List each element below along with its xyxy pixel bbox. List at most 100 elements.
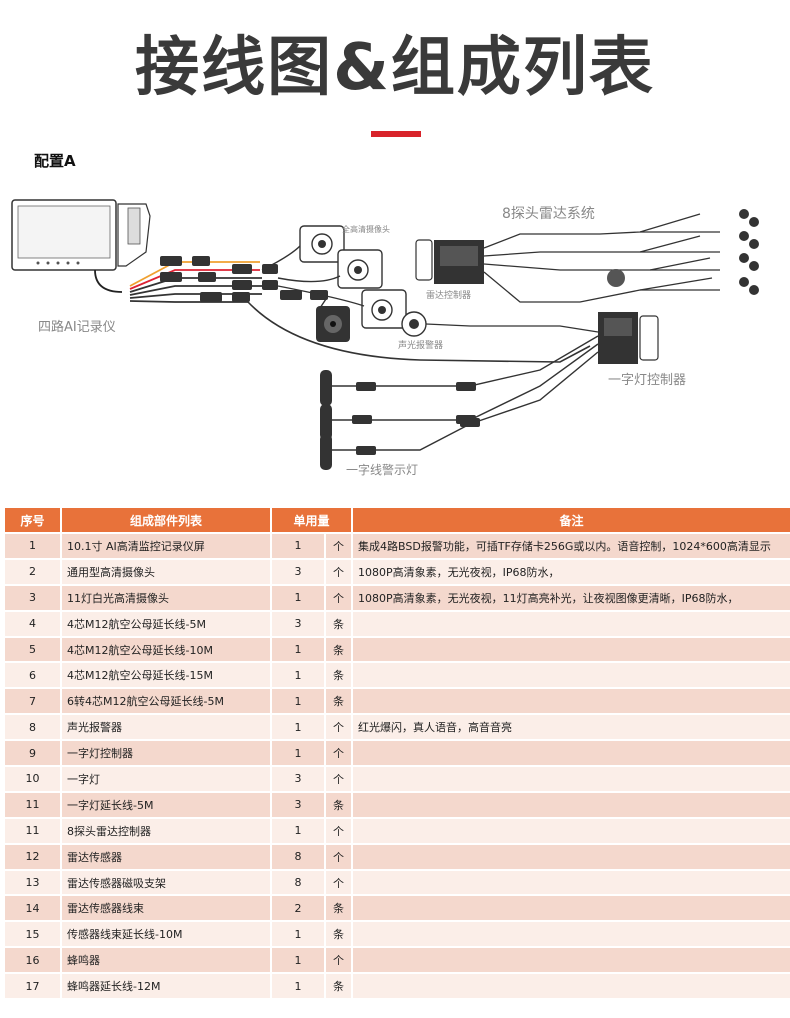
cell-note xyxy=(353,922,790,947)
radar-controller-icon xyxy=(415,239,484,284)
cell-note xyxy=(353,896,790,921)
cell-note xyxy=(353,818,790,843)
cell-qty: 1 xyxy=(272,689,324,714)
cell-unit: 个 xyxy=(326,818,352,843)
cell-qty: 8 xyxy=(272,870,324,895)
cell-no: 16 xyxy=(5,948,60,973)
cell-unit: 条 xyxy=(326,689,352,714)
cell-no: 13 xyxy=(5,870,60,895)
camera-icon xyxy=(299,225,345,263)
cell-qty: 1 xyxy=(272,922,324,947)
cell-no: 9 xyxy=(5,741,60,766)
cell-name: 一字灯控制器 xyxy=(62,741,270,766)
title-underline xyxy=(371,131,421,137)
cell-name: 雷达传感器 xyxy=(62,844,270,869)
cell-note xyxy=(353,663,790,688)
cell-no: 5 xyxy=(5,637,60,662)
cell-no: 11 xyxy=(5,792,60,817)
light-controller-icon xyxy=(598,312,659,364)
config-label: 配置A xyxy=(34,152,76,170)
cell-qty: 1 xyxy=(272,974,324,999)
cell-name: 雷达传感器线束 xyxy=(62,896,270,921)
cell-unit: 条 xyxy=(326,611,352,636)
header-note: 备注 xyxy=(353,508,790,532)
cell-note xyxy=(353,792,790,817)
cell-no: 17 xyxy=(5,974,60,999)
cell-qty: 1 xyxy=(272,818,324,843)
warning-light-icons xyxy=(320,370,332,470)
cell-name: 雷达传感器磁吸支架 xyxy=(62,870,270,895)
cell-qty: 1 xyxy=(272,663,324,688)
cell-unit: 个 xyxy=(326,741,352,766)
cell-qty: 3 xyxy=(272,767,324,791)
warning-light-cables xyxy=(332,335,599,451)
cell-note: 1080P高清象素，无光夜视，IP68防水， xyxy=(353,559,790,584)
cell-no: 11 xyxy=(5,818,60,843)
buzzer-icon xyxy=(607,269,625,287)
cell-note xyxy=(353,637,790,662)
alarm-label: 声光报警器 xyxy=(398,339,443,351)
cell-qty: 3 xyxy=(272,611,324,636)
cell-no: 4 xyxy=(5,611,60,636)
cell-unit: 条 xyxy=(326,792,352,817)
warning-light-connectors xyxy=(352,382,480,455)
cell-qty: 3 xyxy=(272,792,324,817)
cell-qty: 1 xyxy=(272,637,324,662)
wiring-diagram-svg: 四路AI记录仪 全高清摄像头 xyxy=(11,199,759,477)
cell-name: 蜂鸣器延长线-12M xyxy=(62,974,270,999)
cell-name: 8探头雷达控制器 xyxy=(62,818,270,843)
table-header-row: 序号 组成部件列表 单用量 备注 xyxy=(5,508,790,532)
cell-note xyxy=(353,844,790,869)
cell-name: 一字灯延长线-5M xyxy=(62,792,270,817)
cell-name: 4芯M12航空公母延长线-15M xyxy=(62,663,270,688)
cell-unit: 个 xyxy=(326,948,352,973)
cell-no: 1 xyxy=(5,534,60,558)
header-no: 序号 xyxy=(5,508,60,532)
cell-unit: 条 xyxy=(326,896,352,921)
camera-label: 全高清摄像头 xyxy=(342,224,390,234)
controller-cable xyxy=(247,301,591,363)
cell-no: 6 xyxy=(5,663,60,688)
cell-name: 11灯白光高清摄像头 xyxy=(62,585,270,610)
warning-light-label: 一字线警示灯 xyxy=(346,462,418,477)
radar-cables xyxy=(483,213,720,303)
cell-name: 6转4芯M12航空公母延长线-5M xyxy=(62,689,270,714)
cell-unit: 条 xyxy=(326,922,352,947)
header-qty: 单用量 xyxy=(272,508,352,532)
cell-qty: 3 xyxy=(272,559,324,584)
cell-note xyxy=(353,767,790,791)
page-title: 接线图&组成列表 xyxy=(135,31,655,105)
ir-camera-icon xyxy=(316,306,350,342)
camera-icon xyxy=(361,289,407,329)
cell-unit: 个 xyxy=(326,767,352,791)
cell-note: 集成4路BSD报警功能，可插TF存储卡256G或以内。语音控制，1024*600… xyxy=(353,534,790,558)
cell-note xyxy=(353,741,790,766)
cell-no: 15 xyxy=(5,922,60,947)
recorder-label: 四路AI记录仪 xyxy=(38,319,116,335)
cell-name: 10.1寸 AI高清监控记录仪屏 xyxy=(62,534,270,558)
cell-no: 2 xyxy=(5,559,60,584)
cell-name: 一字灯 xyxy=(62,767,270,791)
cell-note xyxy=(353,948,790,973)
cell-note xyxy=(353,611,790,636)
cell-qty: 1 xyxy=(272,948,324,973)
connector-row-1 xyxy=(160,256,328,302)
cell-name: 声光报警器 xyxy=(62,715,270,740)
cell-no: 14 xyxy=(5,896,60,921)
cell-note xyxy=(353,689,790,714)
cell-name: 蜂鸣器 xyxy=(62,948,270,973)
camera-icon xyxy=(337,249,383,289)
header-name: 组成部件列表 xyxy=(62,508,270,532)
